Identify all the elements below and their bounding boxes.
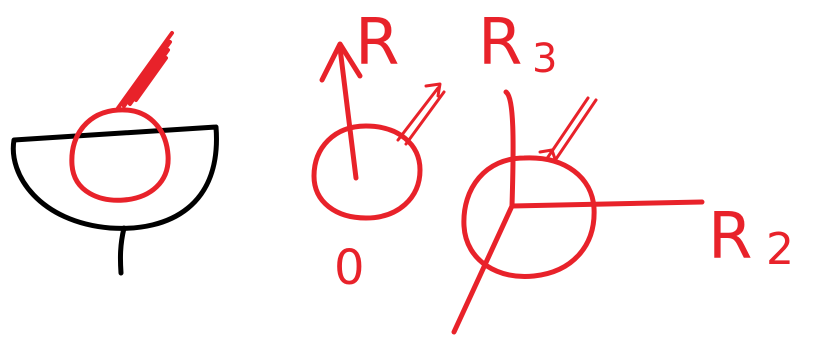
bowl-outline	[13, 127, 216, 228]
label-r2-group: R 2	[708, 200, 794, 275]
label-r2: R	[708, 200, 752, 274]
r3-axis	[506, 92, 513, 206]
ball-circle	[72, 110, 168, 200]
r2-axis	[512, 202, 702, 206]
bowl-stem	[120, 228, 124, 273]
ball-force-hatch	[118, 33, 172, 108]
bowl-sketch	[13, 33, 216, 273]
axes-hatch-arrow	[540, 98, 596, 162]
label-r3-group: R 3	[478, 6, 557, 82]
label-r3: R	[478, 6, 522, 80]
label-resultant: R	[355, 6, 399, 80]
axes-circle	[464, 158, 594, 277]
label-r3-subscript: 3	[532, 36, 557, 82]
label-r2-subscript: 2	[766, 224, 794, 275]
axes-sketch	[454, 92, 702, 332]
origin-circle	[314, 126, 420, 218]
label-zero: 0	[334, 240, 365, 296]
